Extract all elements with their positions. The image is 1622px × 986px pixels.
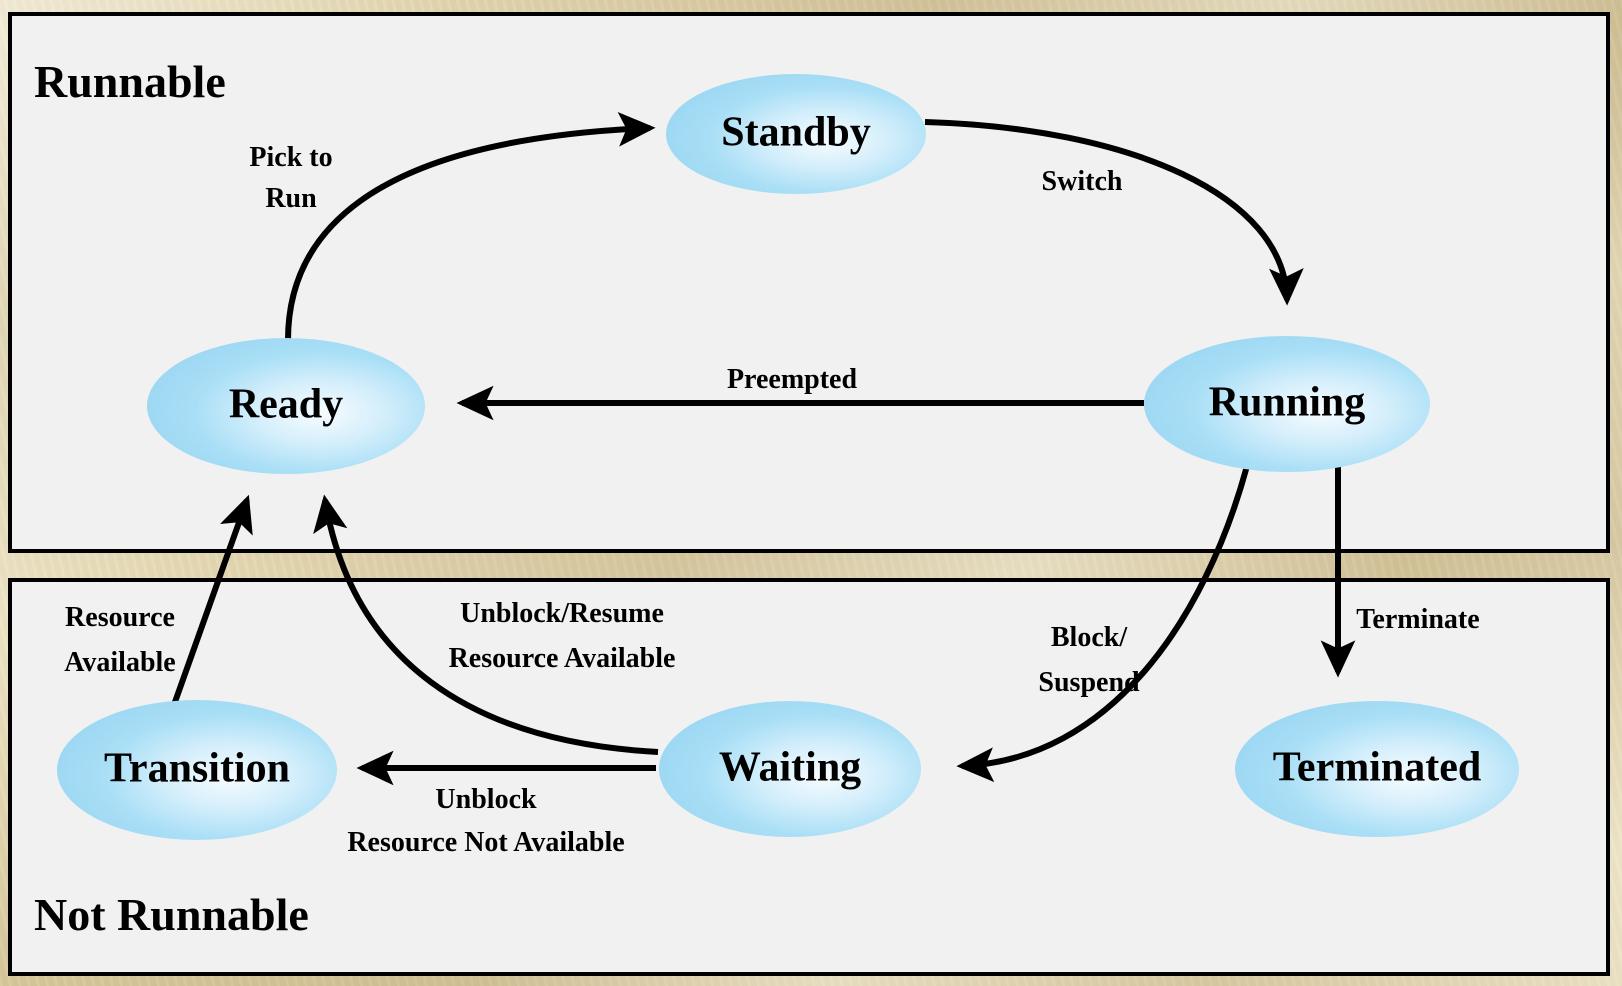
edge-running-to-waiting: Block/ Suspend [956, 465, 1250, 783]
edge-path-transition-to-ready [167, 494, 253, 718]
node-label-standby: Standby [721, 110, 870, 156]
node-standby[interactable]: Standby [666, 74, 926, 194]
edge-label-running-to-terminated: Terminate [1356, 604, 1479, 635]
edge-label-waiting-to-transition-line1: Unblock [435, 784, 537, 815]
panel-title-runnable: Runnable [34, 56, 226, 107]
edge-label-waiting-to-ready-line2: Resource Available [449, 643, 676, 674]
edge-waiting-to-ready: Unblock/Resume Resource Available [313, 494, 676, 755]
edge-label-running-to-ready: Preempted [727, 364, 858, 395]
node-shape-running[interactable] [1144, 336, 1430, 472]
node-terminated[interactable]: Terminated [1235, 701, 1519, 837]
edge-transition-to-ready: Resource Available [64, 494, 253, 718]
node-shape-transition[interactable] [57, 700, 337, 840]
edge-ready-to-standby: Pick to Run [249, 111, 656, 341]
edge-waiting-to-transition: Unblock Resource Not Available [347, 750, 656, 858]
edge-label-transition-to-ready-line1: Resource [65, 602, 175, 633]
node-ready[interactable]: Ready [147, 338, 425, 474]
edge-standby-to-running: Switch [924, 119, 1304, 306]
edge-path-waiting-to-ready [313, 494, 659, 755]
edge-path-ready-to-standby [285, 111, 656, 341]
node-shape-ready[interactable] [147, 338, 425, 474]
edge-path-running-to-waiting [956, 465, 1250, 783]
node-label-ready: Ready [229, 382, 343, 428]
edge-label-transition-to-ready-line2: Available [64, 647, 175, 678]
edge-label-ready-to-standby-line1: Pick to [249, 142, 332, 173]
edge-path-standby-to-running [924, 119, 1304, 306]
node-transition[interactable]: Transition [57, 700, 337, 840]
edge-running-to-ready: Preempted [456, 364, 1144, 421]
edge-running-to-terminated: Terminate [1320, 466, 1480, 678]
node-label-running: Running [1209, 380, 1365, 426]
node-label-terminated: Terminated [1273, 745, 1481, 791]
node-shape-terminated[interactable] [1235, 701, 1519, 837]
node-shape-waiting[interactable] [659, 701, 921, 837]
node-label-waiting: Waiting [719, 745, 861, 791]
panel-title-not-runnable: Not Runnable [34, 889, 309, 940]
edge-label-running-to-waiting-line2: Suspend [1038, 667, 1140, 698]
edge-label-ready-to-standby-line2: Run [265, 183, 317, 214]
node-label-transition: Transition [104, 746, 290, 792]
node-shape-standby[interactable] [666, 74, 926, 194]
node-running[interactable]: Running [1144, 336, 1430, 472]
edge-label-running-to-waiting-line1: Block/ [1051, 622, 1128, 653]
edge-label-waiting-to-ready-line1: Unblock/Resume [460, 598, 664, 629]
edge-label-standby-to-running: Switch [1042, 166, 1123, 197]
node-waiting[interactable]: Waiting [659, 701, 921, 837]
edge-label-waiting-to-transition-line2: Resource Not Available [347, 827, 624, 858]
